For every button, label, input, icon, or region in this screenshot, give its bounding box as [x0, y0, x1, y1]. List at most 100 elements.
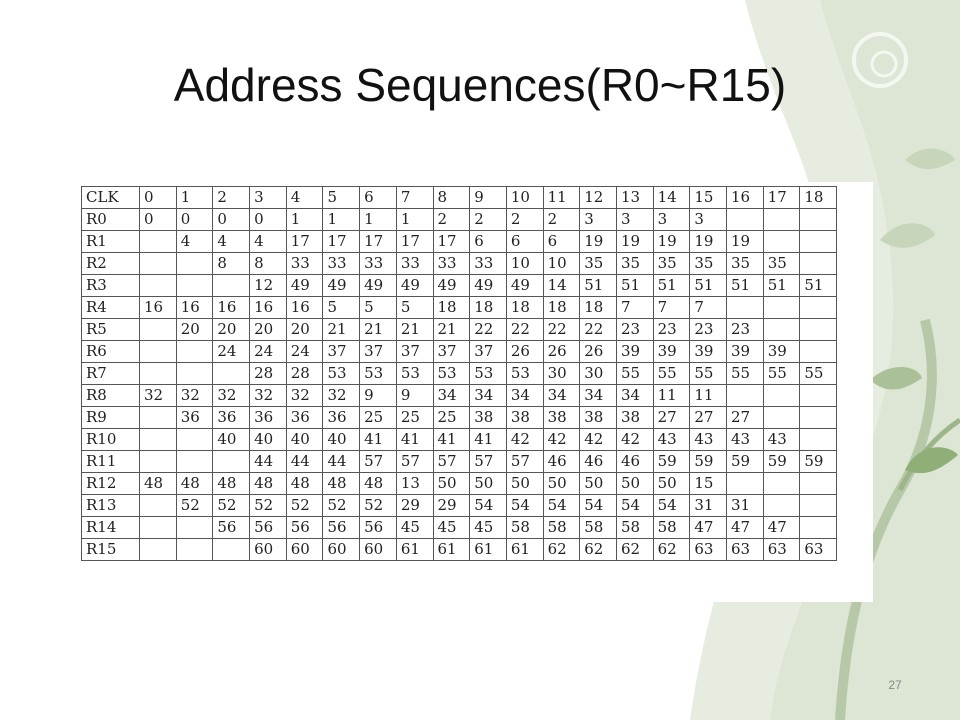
table-cell: 25 [395, 406, 434, 429]
table-cell [762, 208, 801, 231]
table-cell: 53 [359, 362, 397, 385]
table-cell [762, 230, 801, 253]
table-cell: 49 [359, 274, 397, 297]
table-cell [799, 208, 838, 231]
table-cell: 35 [579, 252, 617, 275]
table-cell: 29 [432, 494, 471, 517]
table-cell: 55 [799, 362, 838, 385]
table-cell: 14 [542, 274, 581, 297]
table-cell [175, 362, 214, 385]
table-cell: 9 [395, 384, 434, 407]
table-cell [762, 472, 801, 495]
table-cell: 34 [505, 384, 544, 407]
table-cell: 1 [359, 208, 397, 231]
table-cell: 18 [432, 296, 471, 319]
table-cell: 55 [762, 362, 801, 385]
table-header-cell: 12 [579, 186, 617, 209]
table-cell: 52 [285, 494, 324, 517]
table-cell [726, 296, 764, 319]
table-cell: 33 [322, 252, 361, 275]
table-cell: 38 [505, 406, 544, 429]
table-cell: 36 [175, 406, 214, 429]
table-cell: 7 [689, 296, 727, 319]
table-cell: 44 [322, 450, 361, 473]
table-cell: 4 [212, 230, 251, 253]
table-cell: 59 [652, 450, 691, 473]
table-cell: 34 [615, 384, 654, 407]
table-cell: 52 [175, 494, 214, 517]
table-cell: 53 [322, 362, 361, 385]
table-header-cell: 7 [395, 186, 434, 209]
table-cell [139, 450, 177, 473]
table-cell: 38 [469, 406, 507, 429]
table-cell: 19 [652, 230, 691, 253]
table-cell [212, 274, 251, 297]
table-cell: 1 [285, 208, 324, 231]
table-cell: 32 [285, 384, 324, 407]
table-cell: 37 [322, 340, 361, 363]
table-cell: 21 [359, 318, 397, 341]
table-cell: 17 [322, 230, 361, 253]
table-cell: 52 [359, 494, 397, 517]
table-cell [175, 516, 214, 539]
table-cell: 51 [726, 274, 764, 297]
table-cell: 41 [395, 428, 434, 451]
table-cell: 4 [175, 230, 214, 253]
table-header-cell: 17 [762, 186, 801, 209]
table-cell: 52 [322, 494, 361, 517]
table-cell: 32 [139, 384, 177, 407]
vine-leaf [880, 223, 935, 248]
table-cell: 24 [212, 340, 251, 363]
table-cell: 19 [726, 230, 764, 253]
table-cell: 52 [249, 494, 287, 517]
table-cell [762, 296, 801, 319]
table-cell: 17 [359, 230, 397, 253]
table-cell: 42 [579, 428, 617, 451]
table-cell [799, 406, 838, 429]
table-cell: 15 [689, 472, 727, 495]
table-cell: 41 [359, 428, 397, 451]
table-cell: 54 [652, 494, 691, 517]
table-cell: 3 [652, 208, 691, 231]
table-cell [726, 384, 764, 407]
table-header-cell: 2 [212, 186, 251, 209]
table-cell: 56 [285, 516, 324, 539]
table-cell: 58 [652, 516, 691, 539]
table-header-cell: 0 [139, 186, 177, 209]
table-cell: 1 [395, 208, 434, 231]
table-cell [139, 516, 177, 539]
vine-swirl [852, 32, 908, 88]
table-cell: 33 [395, 252, 434, 275]
table-cell: 20 [249, 318, 287, 341]
table-cell: 56 [359, 516, 397, 539]
table-cell: 47 [726, 516, 764, 539]
table-cell: 45 [469, 516, 507, 539]
table-cell: 54 [542, 494, 581, 517]
table-cell: 33 [432, 252, 471, 275]
table-cell: 51 [579, 274, 617, 297]
table-cell: 22 [579, 318, 617, 341]
table-cell: 5 [395, 296, 434, 319]
table-cell: 19 [689, 230, 727, 253]
table-cell: 59 [799, 450, 838, 473]
table-header-cell: 13 [615, 186, 654, 209]
table-cell: 57 [469, 450, 507, 473]
table-cell: 49 [322, 274, 361, 297]
table-cell: 16 [175, 296, 214, 319]
table-cell: 40 [249, 428, 287, 451]
table-cell: 61 [469, 538, 507, 561]
table-cell: 50 [432, 472, 471, 495]
table-cell: 31 [689, 494, 727, 517]
table-cell: 39 [689, 340, 727, 363]
table-cell: 39 [762, 340, 801, 363]
table-cell: 43 [689, 428, 727, 451]
vine-leaf [870, 366, 922, 390]
table-cell: 32 [322, 384, 361, 407]
table-cell: 0 [249, 208, 287, 231]
table-cell: 20 [212, 318, 251, 341]
table-cell: 18 [542, 296, 581, 319]
